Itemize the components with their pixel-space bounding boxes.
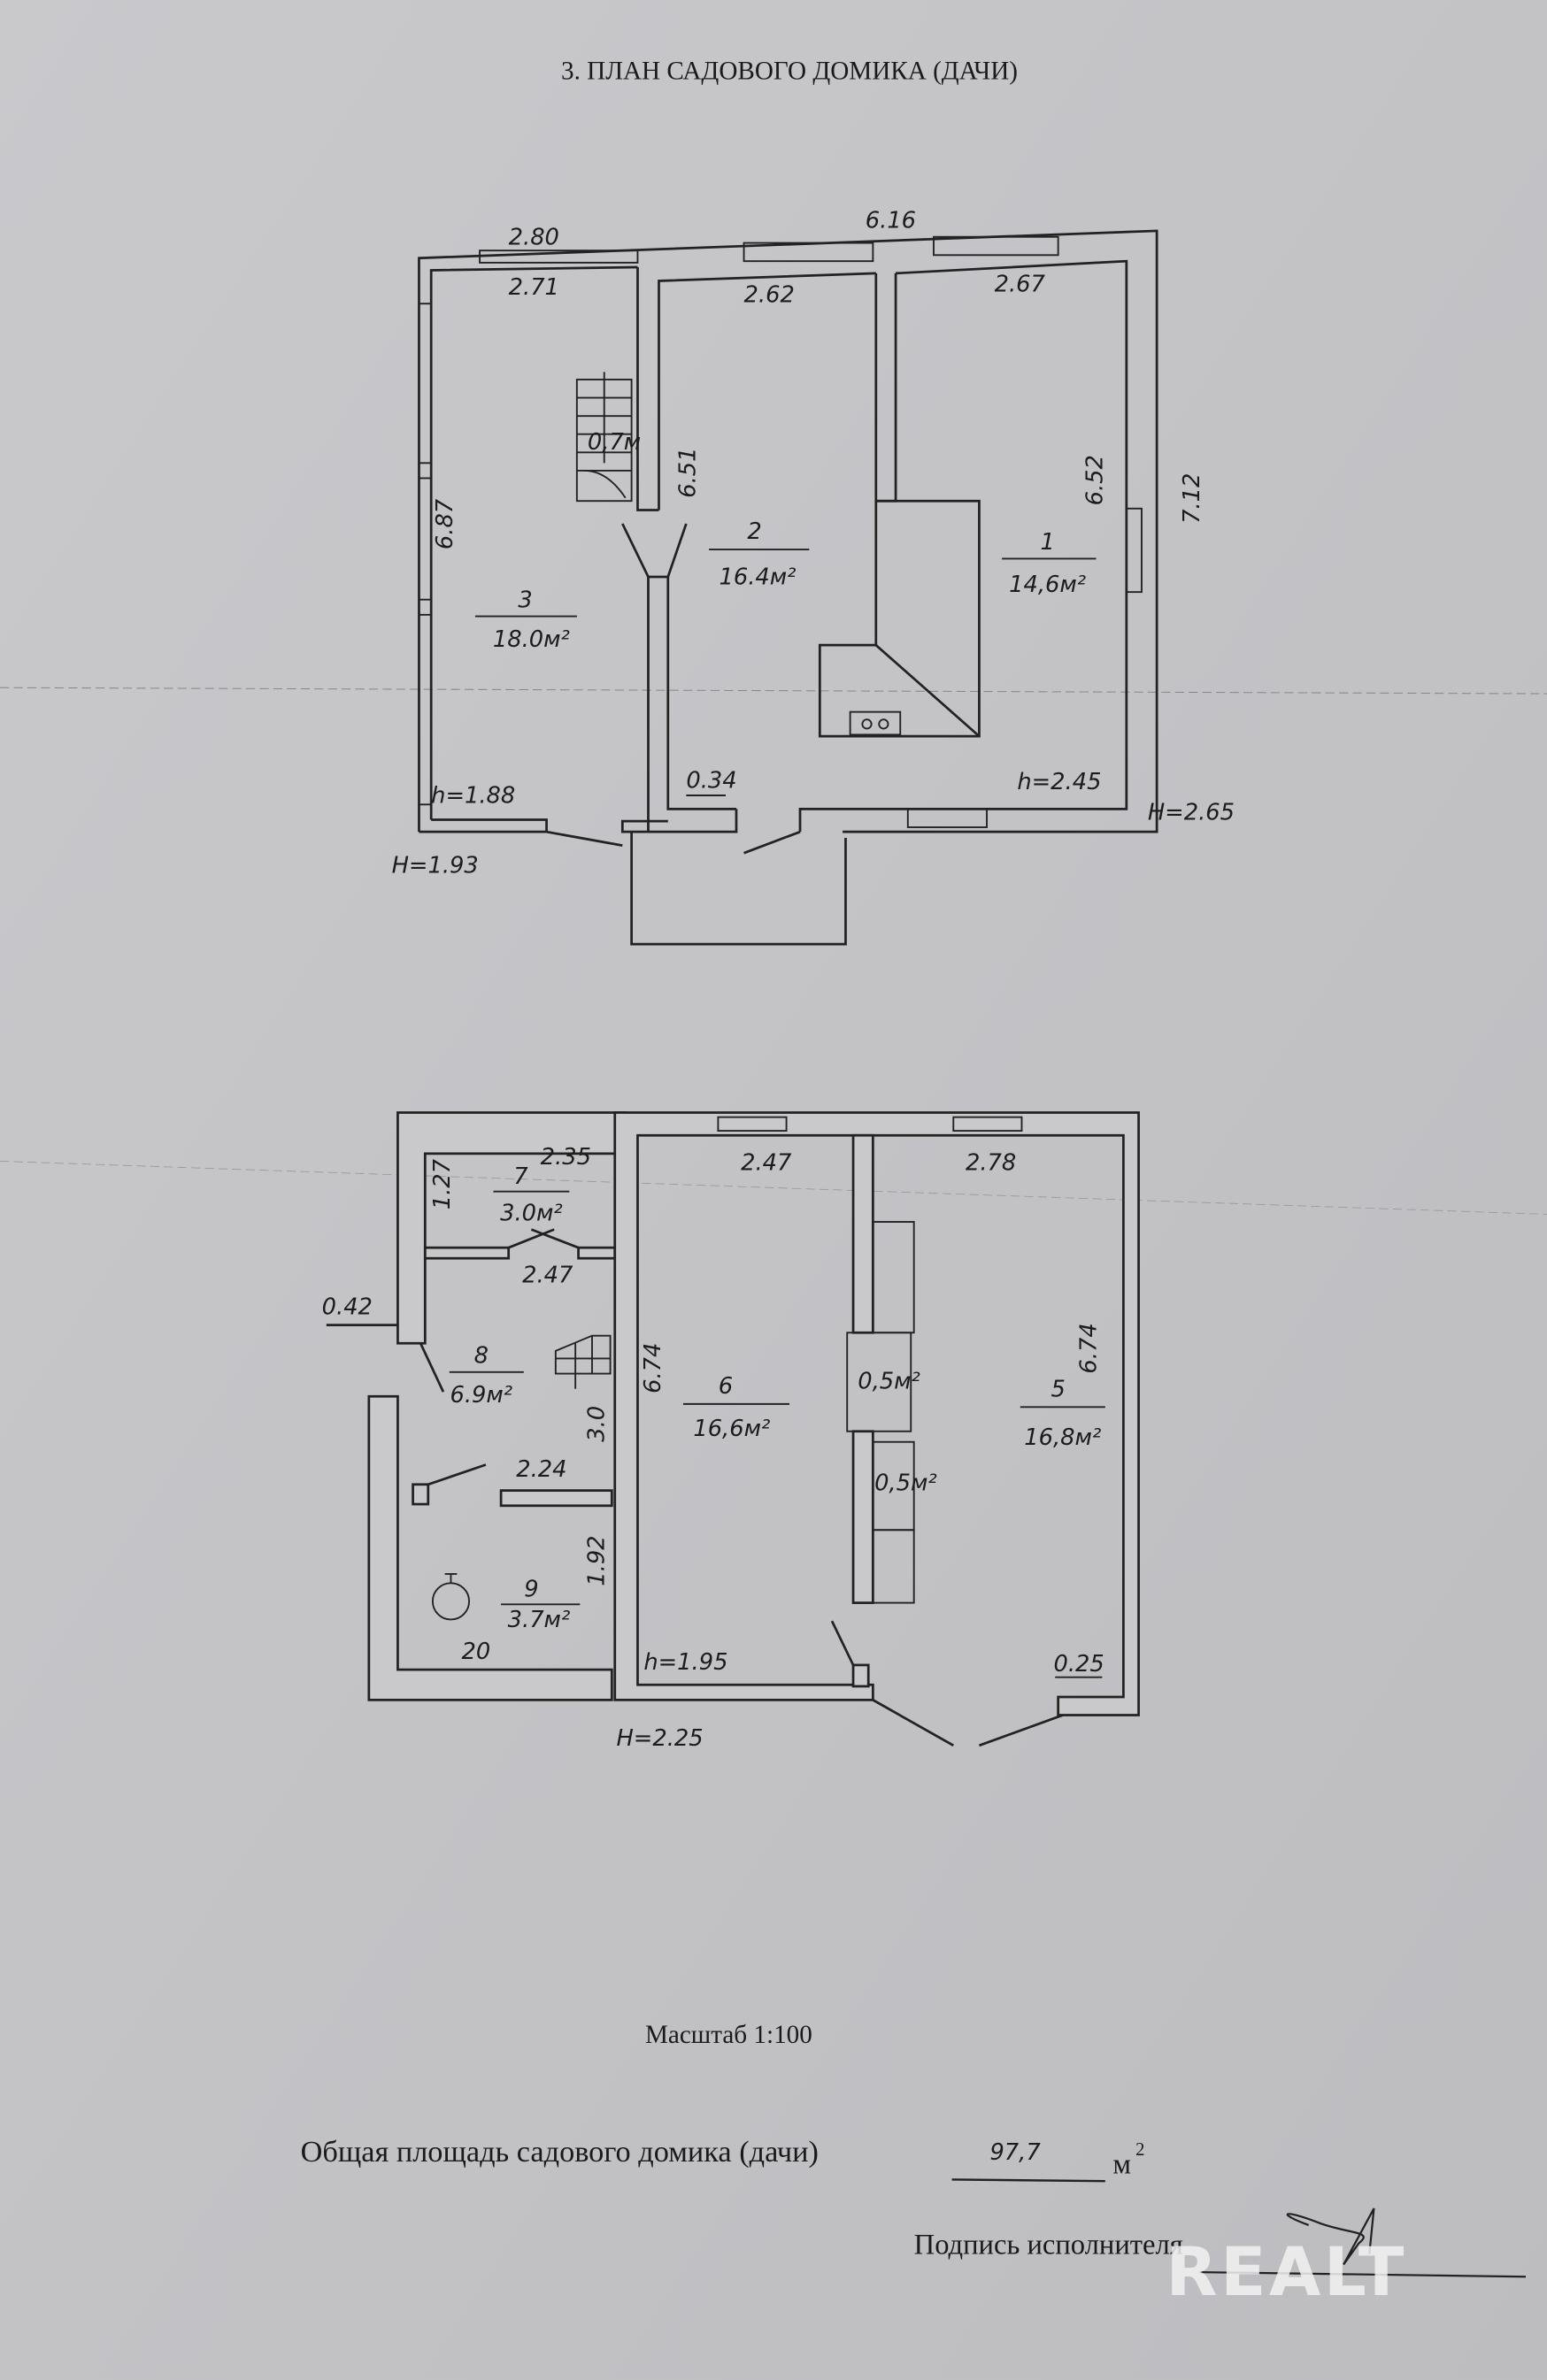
dim-label: 2.47 — [741, 1150, 792, 1177]
dim-label: 6.74 — [640, 1343, 666, 1393]
windows — [418, 235, 1143, 828]
room-number: 3 — [518, 587, 532, 613]
room-area: 14,6м² — [1009, 572, 1086, 598]
dim-label: H=1.93 — [392, 852, 479, 879]
room-number: 6 — [719, 1373, 733, 1400]
room-area: 3.0м² — [500, 1200, 563, 1226]
dim-label: 2.80 — [509, 224, 559, 250]
dim-label: H=2.25 — [616, 1725, 703, 1752]
dim-label: 2.78 — [966, 1150, 1016, 1177]
stove — [818, 499, 981, 738]
signature-label: Подпись исполнителя — [914, 2230, 1183, 2261]
interior-wall-chimney — [846, 1133, 915, 1604]
dim-label: 3.0 — [584, 1406, 611, 1442]
dim-label: 1.27 — [429, 1158, 456, 1209]
dim-label: 2.24 — [516, 1456, 566, 1483]
dim-label: h=2.45 — [1017, 769, 1101, 795]
dim-label: 6.87 — [432, 498, 458, 549]
dim-label: 2.47 — [522, 1263, 573, 1289]
room-number: 7 — [513, 1163, 528, 1190]
dim-label: 0,5м² — [874, 1470, 937, 1497]
room-area: 6.9м² — [450, 1382, 512, 1409]
dim-label: 7.12 — [1179, 473, 1205, 524]
room-area: 16,8м² — [1024, 1424, 1101, 1451]
main-walls — [613, 1111, 1140, 1747]
staircase — [554, 1334, 612, 1389]
dim-label: 2.67 — [995, 271, 1046, 297]
dim-label: 6.16 — [866, 207, 916, 234]
dim-label: 2.62 — [744, 281, 795, 308]
upper-dimensions: 2.80 6.16 2.71 2.62 2.67 6.87 6.51 6.52 … — [392, 207, 1235, 879]
annex-walls — [326, 1111, 627, 1701]
dim-label: h=1.95 — [643, 1649, 727, 1676]
dim-label: 0.34 — [686, 767, 736, 794]
lower-rooms: 5 16,8м² 6 16,6м² 7 3.0м² 8 6.9м² 9 3.7м… — [449, 1163, 1105, 1633]
room-number: 2 — [747, 518, 761, 545]
area-unit: м — [1112, 2149, 1131, 2181]
porch — [630, 832, 847, 946]
room-area: 18.0м² — [493, 626, 570, 653]
document-title: 3. ПЛАН САДОВОГО ДОМИКА (ДАЧИ) — [561, 57, 1018, 85]
dim-label: 6.52 — [1081, 455, 1108, 505]
realt-watermark: REALT — [1166, 2233, 1406, 2311]
dim-label: 0,7м — [588, 429, 641, 456]
lower-floor-plan: 2.35 1.27 2.47 0.42 3.0 2.24 1.92 20 6.7… — [322, 1111, 1140, 1752]
room-number: 5 — [1051, 1376, 1065, 1402]
dim-label: 0.42 — [322, 1294, 373, 1321]
total-area-value: 97,7 — [989, 2139, 1041, 2166]
room-number: 1 — [1040, 529, 1054, 556]
room-area: 16,6м² — [693, 1416, 770, 1442]
dim-label: 6.74 — [1076, 1323, 1103, 1373]
upper-rooms: 1 14,6м² 2 16.4м² 3 18.0м² — [474, 518, 1097, 653]
signature — [1286, 2207, 1375, 2266]
upper-floor-plan: 2.80 6.16 2.71 2.62 2.67 6.87 6.51 6.52 … — [392, 207, 1235, 946]
area-unit-superscript: 2 — [1135, 2140, 1144, 2160]
lower-dimensions: 2.35 1.27 2.47 0.42 3.0 2.24 1.92 20 6.7… — [322, 1144, 1104, 1752]
total-area-label: Общая площадь садового домика (дачи) — [301, 2135, 819, 2169]
scale-label: Масштаб 1:100 — [645, 2021, 812, 2049]
dim-label: H=2.65 — [1148, 799, 1235, 825]
dim-label: 6.51 — [675, 448, 702, 498]
room-area: 3.7м² — [508, 1607, 571, 1633]
room-number: 8 — [474, 1343, 489, 1370]
dim-label: h=1.88 — [431, 783, 515, 810]
staircase — [575, 372, 633, 503]
dim-label: 0.25 — [1053, 1651, 1104, 1678]
dim-label: 2.71 — [509, 274, 559, 301]
room-number: 9 — [524, 1577, 538, 1603]
room-area: 16.4м² — [719, 564, 796, 591]
boiler-icon — [431, 1573, 471, 1621]
dim-label: 1.92 — [584, 1535, 611, 1585]
dim-label: 0,5м² — [858, 1369, 920, 1395]
dim-label: 2.35 — [541, 1144, 591, 1171]
dim-label: 20 — [461, 1639, 490, 1665]
